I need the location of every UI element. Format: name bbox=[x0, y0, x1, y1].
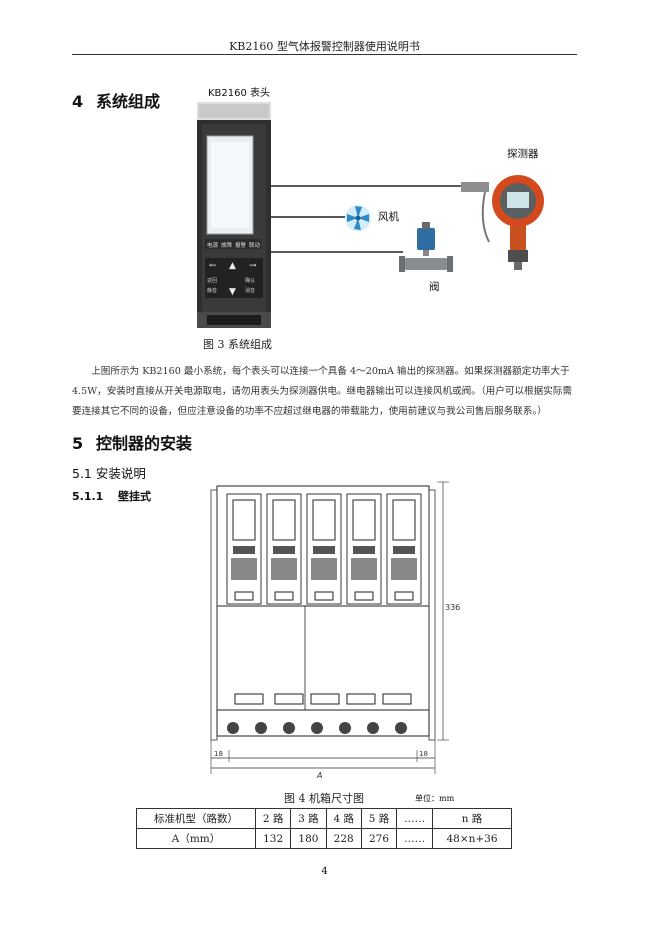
table-cell: 228 bbox=[325, 828, 362, 849]
table-cell: 132 bbox=[254, 828, 292, 849]
header-title: KB2160 型气体报警控制器使用说明书 bbox=[229, 40, 420, 53]
section-4-title: 系统组成 bbox=[96, 92, 161, 111]
valve-label: 阀 bbox=[429, 280, 440, 293]
table-header-cell: n 路 bbox=[432, 808, 512, 829]
key-caption-2: 确认 bbox=[245, 277, 255, 284]
controller-label: KB2160 表头 bbox=[208, 86, 270, 99]
table-header-cell: 4 路 bbox=[325, 808, 362, 829]
size-table: 标准机型（路数） 2 路 3 路 4 路 5 路 …… n 路 A（mm） 13… bbox=[136, 808, 512, 849]
key-left-icon: ← bbox=[209, 261, 217, 271]
key-caption-1: 返回 bbox=[207, 277, 217, 284]
fan-icon bbox=[345, 205, 371, 231]
controller-unit: 电源 故障 报警 联动 ← ▲ → ▼ 返回 确认 静音 消音 bbox=[197, 102, 271, 328]
table-cell: 276 bbox=[360, 828, 398, 849]
button-label-2: 故障 bbox=[221, 241, 233, 249]
dim-right-label: 18 bbox=[419, 750, 428, 758]
table-cell: 180 bbox=[290, 828, 327, 849]
subsection-5-1-1-number: 5.1.1 bbox=[72, 490, 104, 503]
table-cell: …… bbox=[396, 828, 433, 849]
table-header-cell: 5 路 bbox=[360, 808, 398, 829]
button-label-1: 电源 bbox=[207, 241, 219, 249]
unit-note: 单位：mm bbox=[415, 794, 455, 803]
key-right-icon: → bbox=[249, 261, 257, 271]
section-5-number: 5 bbox=[72, 434, 84, 453]
dim-left-label: 18 bbox=[214, 750, 223, 758]
section-5-title: 控制器的安装 bbox=[96, 434, 193, 453]
subsection-5-1-1-heading: 5.1.1 壁挂式 bbox=[72, 488, 151, 504]
page-number: 4 bbox=[321, 866, 328, 877]
cabinet-drawing: 18 18 A 336 bbox=[210, 481, 460, 780]
system-diagram: KB2160 表头 电源 故障 报警 联动 ← ▲ → ▼ 返回 确认 静音 消… bbox=[197, 86, 544, 328]
detector-icon bbox=[461, 175, 544, 270]
table-row: 标准机型（路数） 2 路 3 路 4 路 5 路 …… n 路 bbox=[136, 808, 512, 829]
table-row: A（mm） 132 180 228 276 …… 48×n+36 bbox=[136, 828, 512, 849]
button-label-3: 报警 bbox=[235, 241, 247, 249]
table-cell: 48×n+36 bbox=[432, 828, 512, 849]
valve-icon bbox=[399, 222, 453, 272]
key-caption-3: 静音 bbox=[207, 287, 217, 294]
table-header-cell: 3 路 bbox=[290, 808, 327, 829]
dim-height-label: 336 bbox=[445, 603, 460, 612]
header-rule bbox=[72, 54, 577, 55]
section-5-heading: 5 控制器的安装 bbox=[72, 430, 192, 454]
table-cell: A（mm） bbox=[136, 828, 256, 849]
button-label-4: 联动 bbox=[249, 241, 261, 249]
module-columns bbox=[226, 493, 422, 605]
subsection-5-1-heading: 5.1 安装说明 bbox=[72, 466, 146, 481]
dim-width-label: A bbox=[316, 771, 322, 780]
detector-label: 探测器 bbox=[507, 147, 539, 160]
fan-label: 风机 bbox=[378, 210, 399, 223]
key-up-icon: ▲ bbox=[229, 261, 236, 271]
key-down-icon: ▼ bbox=[229, 287, 236, 297]
table-header-cell: 2 路 bbox=[254, 808, 292, 829]
table-header-cell: 标准机型（路数） bbox=[136, 808, 256, 829]
bottom-terminals bbox=[216, 693, 430, 737]
section-4-number: 4 bbox=[72, 92, 84, 111]
figure-4-caption: 图 4 机箱尺寸图 bbox=[284, 792, 364, 805]
subsection-5-1-1-title: 壁挂式 bbox=[118, 490, 151, 503]
section-4-heading: 4 系统组成 bbox=[72, 88, 160, 112]
key-caption-4: 消音 bbox=[245, 287, 255, 294]
section-4-paragraph: 上图所示为 KB2160 最小系统，每个表头可以连接一个具备 4～20mA 输出… bbox=[72, 366, 573, 417]
figure-3-caption: 图 3 系统组成 bbox=[203, 338, 272, 351]
table-header-cell: …… bbox=[396, 808, 433, 829]
